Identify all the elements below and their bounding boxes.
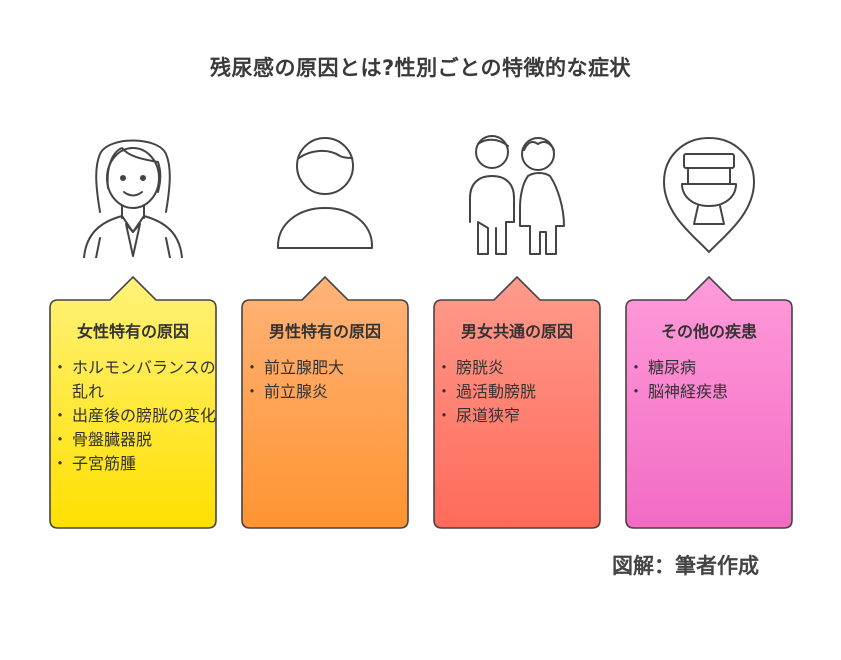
card-women-text: 女性特有の原因 ホルモンバランスの乱れ 出産後の膀胱の変化 骨盤臓器脱 子宮筋腫	[50, 318, 216, 476]
woman-icon	[78, 128, 188, 258]
card-other-text: その他の疾患 糖尿病 脳神経疾患	[626, 318, 792, 404]
list-item: 前立腺炎	[244, 380, 408, 404]
list-item: 前立腺肥大	[244, 356, 408, 380]
credit-label: 図解：筆者作成	[612, 554, 759, 578]
list-item: ホルモンバランスの乱れ	[52, 356, 216, 404]
couple-icon	[462, 128, 572, 258]
list-item: 過活動膀胱	[436, 380, 600, 404]
card-title: 男性特有の原因	[268, 322, 381, 341]
card-title: その他の疾患	[660, 322, 757, 341]
card-common-text: 男女共通の原因 膀胱炎 過活動膀胱 尿道狭窄	[434, 318, 600, 428]
list-item: 尿道狭窄	[436, 404, 600, 428]
list-item: 脳神経疾患	[628, 380, 792, 404]
card-title: 女性特有の原因	[76, 322, 189, 341]
list-item: 糖尿病	[628, 356, 792, 380]
list-item: 骨盤臓器脱	[52, 428, 216, 452]
man-icon	[270, 128, 380, 258]
card-men-text: 男性特有の原因 前立腺肥大 前立腺炎	[242, 318, 408, 404]
card-title: 男女共通の原因	[460, 322, 573, 341]
toilet-location-icon	[654, 128, 764, 258]
list-item: 膀胱炎	[436, 356, 600, 380]
list-item: 出産後の膀胱の変化	[52, 404, 216, 428]
list-item: 子宮筋腫	[52, 452, 216, 476]
diagram-title: 残尿感の原因とは?性別ごとの特徴的な症状	[210, 56, 631, 80]
